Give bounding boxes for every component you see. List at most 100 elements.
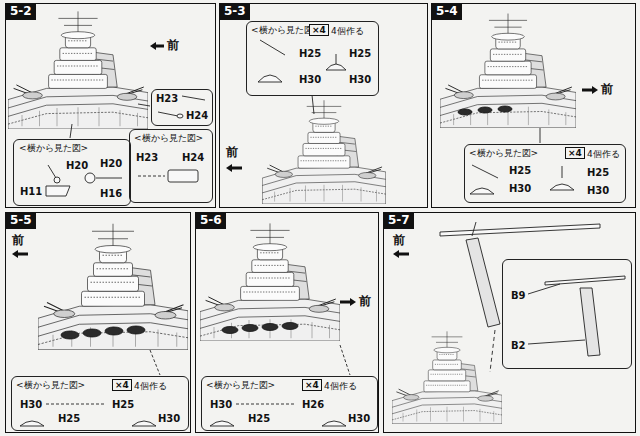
part-number: H30 [587,185,609,197]
part-sketch [20,421,44,426]
caption-text: 4個作る [134,381,167,391]
part-sketch [562,166,563,178]
callout-box: B9B2 [502,259,632,369]
caption-text: <横から見た図> [16,380,85,390]
leader-line [312,95,314,114]
part-sketch [177,114,183,118]
part-sketch [470,188,494,194]
part-sketch [54,177,60,183]
part-sketch [472,222,476,236]
callout-box: <横から見た図>×44個作るH25H30H25H30 [246,21,379,96]
turret-part [478,107,492,113]
part-number: B2 [511,340,526,352]
turret-part [262,324,278,331]
part-number: H30 [20,399,42,411]
part-number: H23 [156,93,178,105]
step-panel: 5-3<横から見た図>×44個作るH25H30H25H30 [219,3,428,208]
leader-line [70,95,540,375]
part-sketch [326,64,346,70]
caption-text: <横から見た図> [134,133,203,143]
part-sketch [440,224,600,236]
ship-drawing [8,11,148,129]
front-label: 前 [393,234,405,248]
turret-part [222,327,238,334]
leader-line [528,284,560,294]
ship-drawing [8,11,576,423]
quantity-mark: ×4 [302,379,322,391]
leader-line [340,345,350,375]
caption-text: <横から見た図> [19,143,88,153]
leader-line [490,330,495,372]
part-number: H16 [100,188,122,200]
ship-drawing [392,331,502,423]
part-number: H25 [587,167,609,179]
part-sketch [85,173,95,183]
part-sketch [210,421,234,426]
ship-drawing [262,100,386,204]
front-arrow [340,298,356,306]
part-number: H30 [348,413,370,425]
turret-part [105,327,123,335]
front-label: 前 [226,146,238,160]
part-sketch [466,238,500,327]
part-number: H25 [58,413,80,425]
part-sketch [322,421,346,426]
quantity-mark: ×4 [112,379,132,391]
caption-text: <横から見た図> [206,380,275,390]
part-sketch [96,178,122,179]
leader-line [150,350,160,375]
front-arrow [393,250,409,258]
step-panel: 5-4<横から見た図>×44個作るH25H30H25H30 [431,3,636,208]
part-number: H30 [210,399,232,411]
part-number: H24 [182,152,204,164]
turret-part [498,106,512,112]
step-number: 5-6 [196,213,226,229]
front-label: 前 [601,83,613,97]
turret-part [127,326,145,334]
callout-box: <横から見た図>×44個作るH25H30H25H30 [464,144,626,203]
part-number: H30 [299,74,321,86]
part-number: H25 [299,48,321,60]
front-arrow [12,250,28,258]
front-arrow [226,164,242,172]
step-number: 5-5 [6,213,36,229]
part-number: H24 [186,110,208,122]
part-sketch [550,184,574,190]
step-panel: 5-5<横から見た図>×44個作るH30H25H25H30 [5,212,191,433]
part-number: H25 [248,413,270,425]
part-number: H20 [66,160,88,172]
turret-part [83,329,101,337]
turret-part [458,109,472,115]
part-sketch [46,186,70,196]
step-number: 5-7 [384,213,414,229]
part-number: H20 [100,158,122,170]
part-sketch [580,288,600,356]
part-sketch [258,75,282,82]
part-number: H23 [136,152,158,164]
callout-box: H23H24 [151,89,213,126]
part-sketch [236,404,295,405]
ship-drawing [200,223,340,341]
part-number: H30 [158,413,180,425]
part-number: H25 [349,48,371,60]
step-number: 5-3 [220,4,250,20]
front-label: 前 [167,39,179,53]
callout-box: <横から見た図>×44個作るH30H25H26H30 [201,376,378,431]
callout-box: <横から見た図>×44個作るH30H25H25H30 [11,376,189,431]
front-arrow [582,86,598,94]
part-sketch [132,421,156,426]
turret-part [61,331,79,339]
part-sketch [138,176,165,177]
quantity-mark: ×4 [565,147,585,159]
front-label: 前 [359,295,371,309]
front-arrow [150,42,164,50]
caption-text: <横から見た図> [469,148,538,158]
part-number: H25 [112,399,134,411]
step-panel: 5-2<横から見た図>H20H11H20H16H23H24<横から見た図>H23… [5,3,216,208]
part-sketch [260,40,285,55]
part-sketch [46,404,105,405]
turret-part [282,323,298,330]
step-number: 5-2 [6,4,36,20]
caption-text: 4個作る [324,381,357,391]
